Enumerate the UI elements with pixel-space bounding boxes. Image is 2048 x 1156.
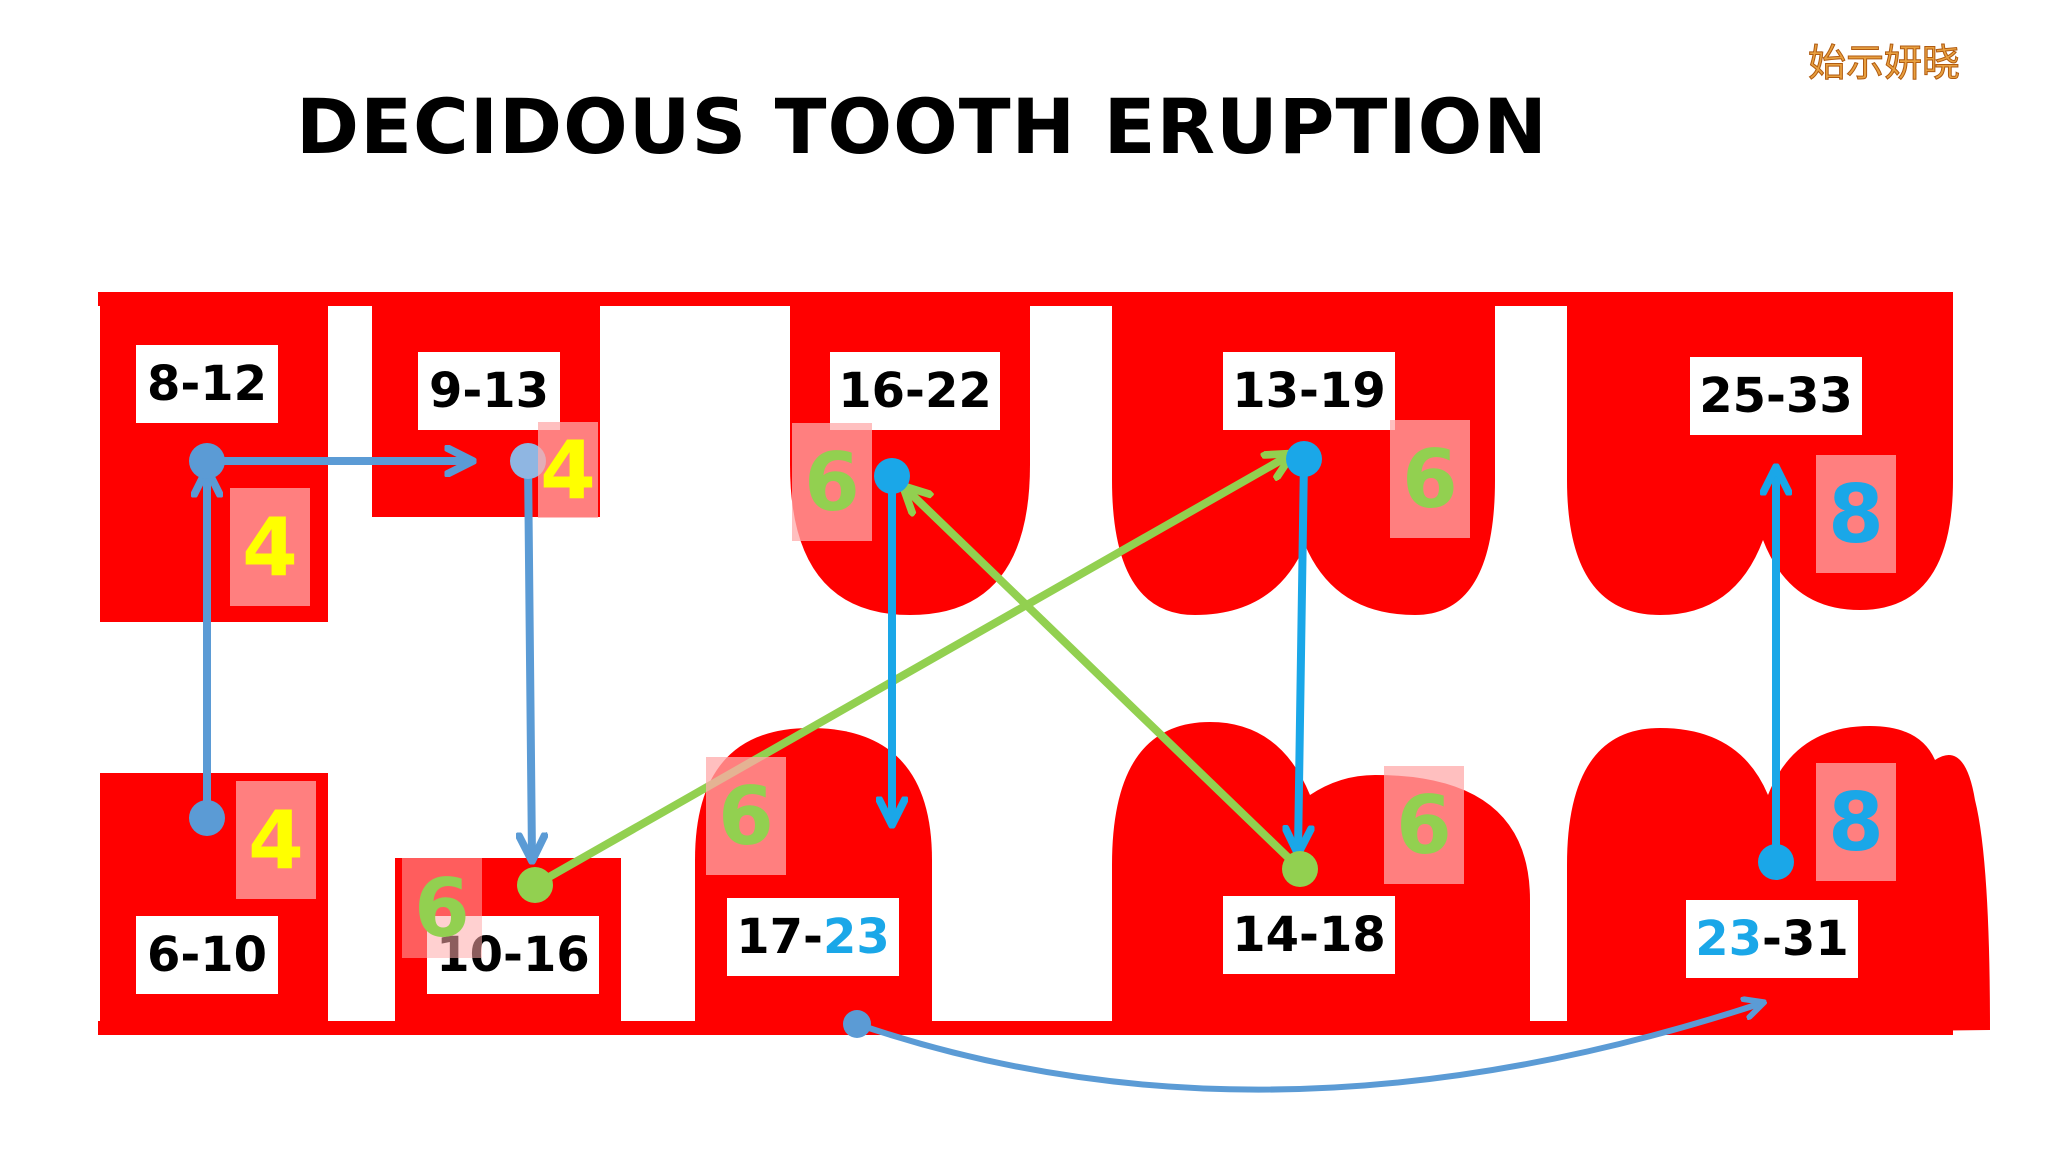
age-upper-central-incisor: 8-12 — [136, 345, 278, 423]
watermark-logo: 始示妍晓 — [1807, 41, 1961, 86]
count-upper-first-molar: 6 — [1390, 420, 1470, 538]
dot-lower-lateral-incisor — [517, 867, 553, 903]
age-upper-canine: 16-22 — [830, 352, 1000, 430]
count-lower-central-incisor: 4 — [236, 781, 316, 899]
count-lower-second-molar: 8 — [1816, 763, 1896, 881]
age-lower-first-molar: 14-18 — [1223, 896, 1395, 974]
count-lower-canine: 6 — [706, 757, 786, 875]
sequence-dots — [189, 441, 1794, 1038]
count-upper-central-incisor: 4 — [230, 488, 310, 606]
dot-lower-central-incisor — [189, 800, 225, 836]
count-lower-first-molar: 6 — [1384, 766, 1464, 884]
arrow-lower-canine-to-lower-second-molar — [854, 1003, 1762, 1093]
count-lower-lateral-incisor: 6 — [402, 858, 482, 958]
age-lower-second-molar-suffix: -31 — [1762, 911, 1849, 967]
age-lower-canine: 17-23 — [727, 898, 899, 976]
dot-upper-canine — [874, 458, 910, 494]
dot-upper-central-incisor — [189, 443, 225, 479]
lower-first-molar — [1112, 722, 1530, 1035]
arrow-lower-lateral-to-upper-first-molar — [531, 455, 1290, 889]
arrow-lower-first-molar-to-upper-canine — [905, 488, 1304, 873]
age-lower-canine-prefix: 17- — [736, 909, 823, 965]
dot-upper-first-molar — [1286, 441, 1322, 477]
age-upper-second-molar: 25-33 — [1690, 357, 1862, 435]
dot-lower-canine — [843, 1010, 871, 1038]
dot-upper-lateral-incisor — [510, 443, 546, 479]
count-upper-second-molar: 8 — [1816, 455, 1896, 573]
age-lower-central-incisor: 6-10 — [136, 916, 278, 994]
age-upper-first-molar: 13-19 — [1223, 352, 1395, 430]
age-lower-canine-highlight: 23 — [822, 909, 890, 965]
age-lower-second-molar: 23-31 — [1686, 900, 1858, 978]
dot-lower-second-molar — [1758, 844, 1794, 880]
arrow-upper-first-molar-to-lower-first-molar — [1298, 455, 1304, 851]
age-upper-lateral-incisor: 9-13 — [418, 352, 560, 430]
sequence-arrows — [207, 455, 1776, 1093]
age-lower-second-molar-highlight: 23 — [1695, 911, 1763, 967]
count-upper-lateral-incisor: 4 — [538, 422, 598, 518]
dot-lower-first-molar — [1282, 851, 1318, 887]
page-title: DECIDOUS TOOTH ERUPTION — [296, 82, 1548, 171]
count-upper-canine: 6 — [792, 423, 872, 541]
lower-gum — [98, 722, 1990, 1035]
arrow-upper-lateral-to-lower-lateral — [528, 457, 532, 858]
